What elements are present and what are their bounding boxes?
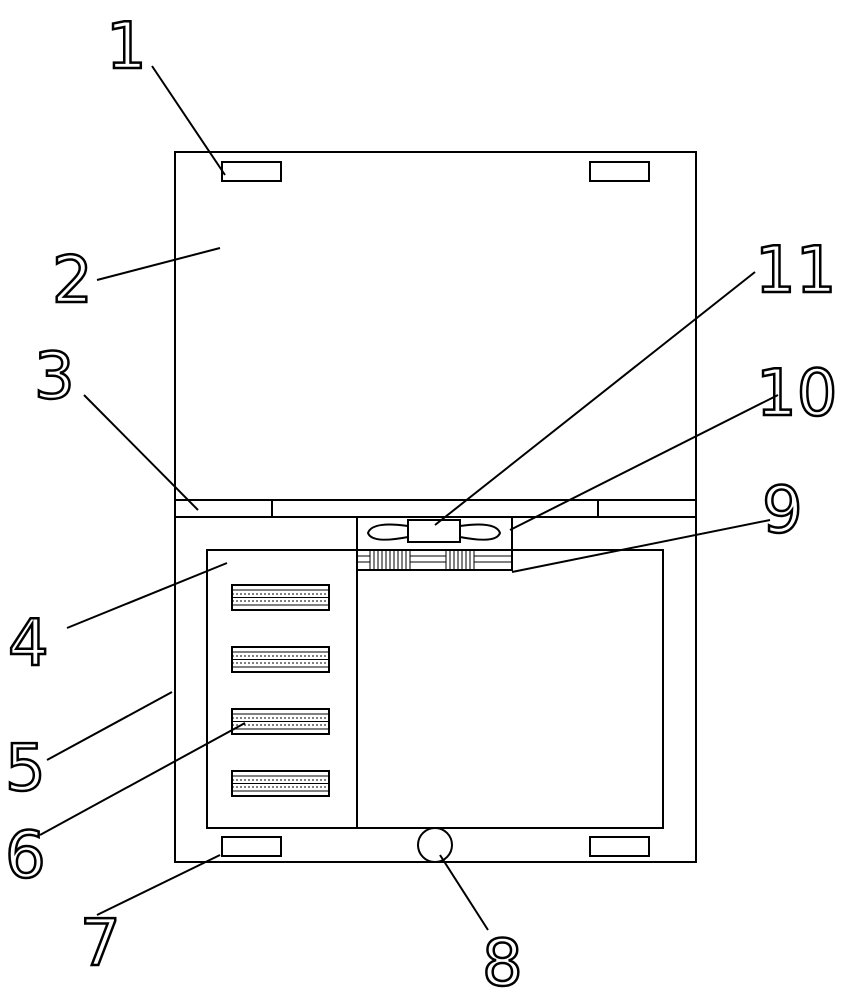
leader-1: [152, 66, 225, 175]
leader-10: [510, 395, 778, 530]
top-right-slot: [590, 162, 649, 181]
heat-sink-bar-1: [232, 585, 329, 610]
right-compartment: [357, 550, 663, 828]
label-2: 2: [52, 244, 93, 318]
label-5: 5: [5, 732, 46, 806]
heat-sink-bar-2: [232, 647, 329, 672]
heat-sink-bar-4: [232, 771, 329, 796]
leader-2: [97, 248, 220, 280]
fan-left-blade: [368, 525, 408, 540]
label-10: 10: [756, 357, 837, 431]
fan-housing: [357, 517, 512, 550]
leader-6: [40, 723, 245, 835]
fan-hub: [408, 520, 460, 542]
leader-3: [84, 395, 198, 510]
hinge-strip: [175, 500, 696, 517]
label-4: 4: [8, 607, 49, 681]
top-left-slot: [222, 162, 281, 181]
label-3: 3: [34, 340, 75, 414]
vent-grille-slats: [357, 550, 512, 570]
left-compartment: [207, 550, 357, 828]
leader-8: [440, 855, 488, 930]
bottom-left-foot: [222, 837, 281, 856]
base-body: [175, 517, 696, 862]
leader-5: [47, 692, 172, 760]
label-7: 7: [80, 907, 121, 981]
vent-grille: [357, 550, 512, 570]
heat-sink-bar-3: [232, 709, 329, 734]
lid-panel: [175, 152, 696, 500]
label-1: 1: [106, 10, 147, 84]
bottom-right-foot: [590, 837, 649, 856]
label-8: 8: [482, 927, 523, 1000]
fan-right-blade: [460, 525, 500, 540]
leader-4: [67, 563, 227, 628]
leader-9: [512, 520, 770, 572]
label-9: 9: [762, 474, 803, 548]
label-6: 6: [5, 819, 46, 893]
bottom-knob: [418, 828, 452, 862]
label-11: 11: [755, 234, 836, 308]
leader-7: [97, 855, 220, 915]
